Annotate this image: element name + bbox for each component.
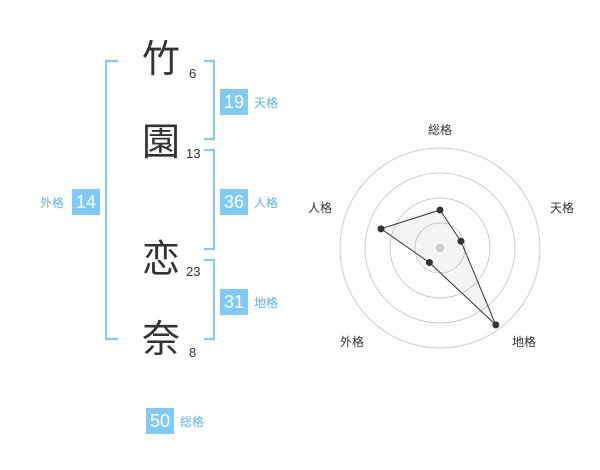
- radar-axis-label-tenkaku: 天格: [550, 201, 575, 215]
- jinkaku-bracket: [204, 149, 215, 250]
- chikaku-bracket: [204, 259, 215, 340]
- gaikaku-label: 外格: [40, 196, 65, 210]
- soukaku-label: 総格: [180, 415, 205, 429]
- chikaku-label: 地格: [254, 296, 279, 310]
- radar-ring: [339, 147, 541, 349]
- radar-point-5: [377, 225, 385, 233]
- name-char-2: 園: [142, 120, 181, 164]
- radar-point-4: [425, 259, 433, 267]
- tenkaku-label: 天格: [254, 96, 279, 110]
- soukaku-value: 50: [146, 408, 174, 434]
- tenkaku-bracket: [204, 60, 215, 140]
- stroke-count-3: 23: [186, 264, 201, 279]
- radar-ring: [389, 197, 491, 299]
- radar-point-2: [457, 237, 465, 245]
- gaikaku-value: 14: [72, 189, 100, 215]
- tenkaku-value: 19: [220, 89, 248, 115]
- radar-point-1: [436, 206, 444, 214]
- radar-center: [436, 244, 444, 252]
- stroke-count-1: 6: [189, 66, 197, 81]
- radar-axis-label-jinkaku: 人格: [308, 201, 333, 215]
- jinkaku-value: 36: [220, 189, 248, 215]
- gaikaku-bracket: [105, 60, 118, 340]
- jinkaku-label: 人格: [254, 196, 279, 210]
- radar-series-polygon: [379, 209, 497, 326]
- name-char-4: 奈: [142, 317, 181, 361]
- radar-axis-label-gaikaku: 外格: [340, 335, 365, 349]
- radar-point-3: [492, 321, 500, 329]
- radar-axis-label-soukaku: 総格: [428, 123, 453, 137]
- name-char-1: 竹: [142, 37, 181, 81]
- chikaku-value: 31: [220, 289, 248, 315]
- stroke-count-2: 13: [186, 146, 201, 161]
- radar-axis-label-chikaku: 地格: [512, 335, 537, 349]
- name-char-3: 恋: [142, 237, 181, 281]
- stroke-count-4: 8: [189, 345, 197, 360]
- radar-ring: [364, 172, 516, 324]
